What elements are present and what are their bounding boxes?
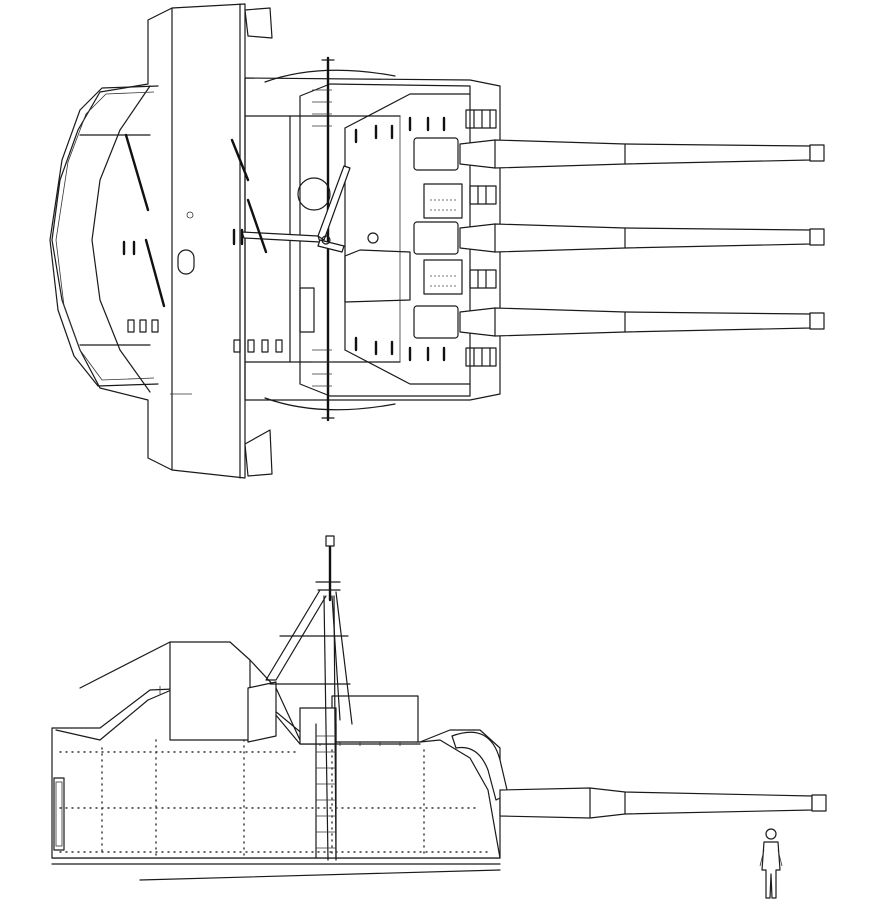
rear-hull-outline <box>51 3 246 479</box>
vent-row <box>127 319 283 353</box>
gunhouse-side <box>51 685 501 859</box>
gunhouse-plan-outline <box>244 77 501 401</box>
rear-door <box>53 777 65 851</box>
roof-slope <box>344 93 471 129</box>
mount-bracket <box>244 7 273 39</box>
gun-ports <box>413 137 463 339</box>
sight-hood <box>247 681 277 743</box>
rear-door-panel <box>55 781 63 847</box>
hull-hatch <box>177 249 195 275</box>
commander-hatch <box>297 177 331 211</box>
bolt-circle <box>186 211 194 219</box>
side-elevation <box>51 535 827 881</box>
tripod-leg <box>241 231 321 243</box>
tripod-leg <box>317 239 345 253</box>
front-ladders <box>465 109 497 367</box>
gun-barrel-plan-2 <box>459 223 825 253</box>
base-line <box>139 869 501 881</box>
barbette-arc <box>264 397 396 411</box>
rangefinder-cabin <box>169 641 251 741</box>
hatch-knob <box>321 235 331 245</box>
mount-bracket <box>244 429 273 477</box>
ladder-rungs <box>312 89 332 387</box>
plan-view <box>49 3 825 479</box>
gun-barrel-plan-1 <box>459 139 825 169</box>
sight-box <box>299 707 337 745</box>
rear-hull-inner <box>91 85 151 393</box>
gunhouse-front-armor <box>419 739 501 859</box>
front-turret-box <box>331 695 419 743</box>
grab-handles <box>122 116 446 362</box>
barbette-arc <box>264 69 396 83</box>
gun-barrel-plan-3 <box>459 307 825 337</box>
roof-slope <box>344 349 471 385</box>
rear-rail <box>49 85 159 387</box>
gunhouse-roof <box>299 83 471 397</box>
side-ladder <box>315 723 337 859</box>
gun-barrel-side <box>499 787 827 819</box>
inner-bay <box>344 249 411 303</box>
cabin-back-slope <box>79 641 171 689</box>
human-figure <box>759 828 783 899</box>
vent-cap <box>367 232 379 244</box>
rivet-lines <box>59 739 493 857</box>
roof-panel <box>299 287 315 333</box>
rear-rail-inner <box>55 91 155 381</box>
